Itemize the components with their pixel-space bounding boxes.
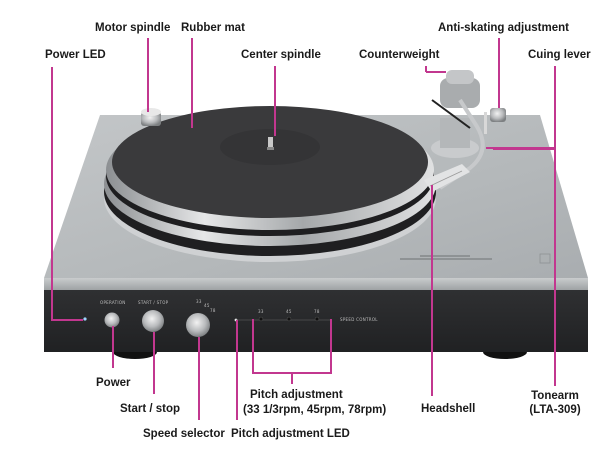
leader-motor-spindle <box>147 38 149 112</box>
leader-pitch-stem <box>291 372 293 384</box>
panel-label-operation: OPERATION <box>100 300 126 305</box>
callout-rubber-mat: Rubber mat <box>181 22 245 34</box>
callout-counterweight: Counterweight <box>359 49 440 61</box>
leader-cuing-lever-h <box>486 147 555 149</box>
callout-center-spindle: Center spindle <box>241 49 321 61</box>
panel-label-start-stop: START / STOP <box>138 300 169 305</box>
panel-label-pitch-33: 33 <box>258 309 264 314</box>
leader-pitch-led <box>236 320 238 420</box>
leader-power-led-h <box>51 319 83 321</box>
leader-pitch-left <box>252 319 254 373</box>
callout-headshell: Headshell <box>421 403 476 415</box>
leader-counterweight-h <box>426 71 446 73</box>
leader-speed-selector <box>198 337 200 420</box>
callout-anti-skating: Anti-skating adjustment <box>438 22 569 34</box>
leader-anti-skating <box>498 38 500 108</box>
leader-tonearm-v <box>554 148 556 386</box>
panel-label-speed-78: 78 <box>210 308 216 313</box>
panel-label-speed-45: 45 <box>204 303 210 308</box>
callout-pitch-adjustment: Pitch adjustment <box>250 389 343 401</box>
callout-power: Power <box>96 377 131 389</box>
callout-power-led: Power LED <box>45 49 106 61</box>
leader-tonearm-h <box>493 148 555 150</box>
leader-center-spindle <box>274 66 276 136</box>
leader-counterweight-v <box>425 66 427 72</box>
callout-start-stop: Start / stop <box>120 403 181 415</box>
leader-cuing-lever-v <box>554 66 556 148</box>
leader-pitch-right <box>330 319 332 373</box>
callout-cuing-lever: Cuing lever <box>528 49 591 61</box>
leader-start-stop <box>153 332 155 394</box>
leader-rubber-mat <box>191 38 193 128</box>
callout-tonearm-model: (LTA-309) <box>529 404 581 416</box>
leader-headshell <box>431 185 433 396</box>
panel-label-pitch-78: 78 <box>314 309 320 314</box>
panel-label-speed-control: SPEED CONTROL <box>340 317 378 322</box>
callout-speed-selector: Speed selector <box>143 428 225 440</box>
callout-motor-spindle: Motor spindle <box>95 22 171 34</box>
panel-label-speed-33: 33 <box>196 299 202 304</box>
callout-pitch-adjustment-detail: (33 1/3rpm, 45rpm, 78rpm) <box>243 404 387 416</box>
leader-power <box>112 326 114 368</box>
callout-pitch-led: Pitch adjustment LED <box>231 428 350 440</box>
leader-power-led <box>51 67 53 320</box>
panel-label-pitch-45: 45 <box>286 309 292 314</box>
callout-tonearm: Tonearm <box>531 390 579 402</box>
